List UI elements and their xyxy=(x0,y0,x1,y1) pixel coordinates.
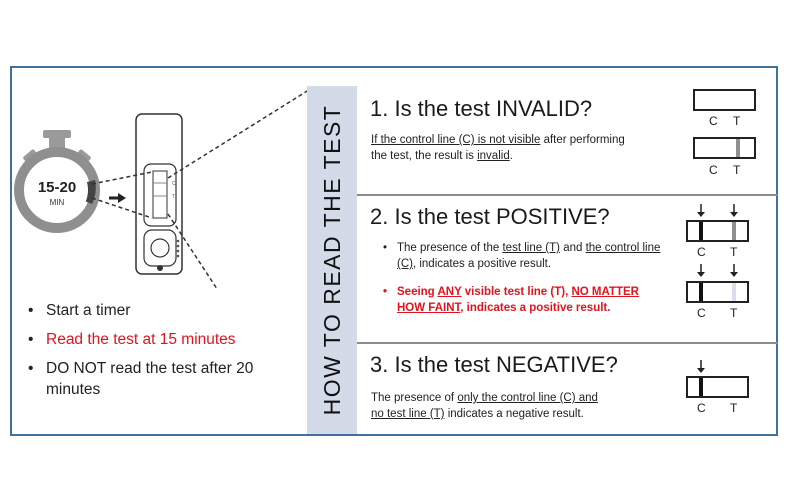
cassette-t-label: T xyxy=(172,194,175,200)
svg-text:C: C xyxy=(709,163,718,177)
svg-text:C: C xyxy=(697,245,706,259)
side-title: HOW TO READ THE TEST xyxy=(318,104,345,416)
section-negative-title: 3. Is the test NEGATIVE? xyxy=(370,352,618,377)
steps-list: Start a timer Read the test at 15 minute… xyxy=(28,300,298,408)
down-arrow-icon xyxy=(697,204,738,217)
side-title-band: HOW TO READ THE TEST xyxy=(307,86,357,434)
section-invalid-title: 1. Is the test INVALID? xyxy=(370,96,593,121)
svg-text:T: T xyxy=(730,245,738,259)
negative-strip: C T xyxy=(686,360,749,415)
cassette-c-label: C xyxy=(172,181,176,187)
svg-text:T: T xyxy=(733,163,741,177)
section-negative: 3. Is the test NEGATIVE? The presence of… xyxy=(357,342,778,436)
timer-label: 15-20 xyxy=(38,179,76,196)
reading-guide: 1. Is the test INVALID? If the control l… xyxy=(357,86,778,434)
svg-text:T: T xyxy=(730,401,738,415)
step-start-timer: Start a timer xyxy=(28,300,298,321)
timer-icon: 15-20 MIN xyxy=(14,130,100,233)
strip-no-lines xyxy=(693,89,756,111)
svg-text:C: C xyxy=(697,306,706,320)
left-panel: 15-20 MIN C T xyxy=(12,68,312,434)
section-positive: 2. Is the test POSITIVE? •The presence o… xyxy=(357,194,778,344)
strip-positive-faint xyxy=(686,281,749,303)
strip-test-line-only xyxy=(693,137,756,159)
step-do-not-read-after-20: DO NOT read the test after 20 minutes xyxy=(28,358,298,400)
positive-bullet-2: •Seeing ANY visible test line (T), NO MA… xyxy=(383,286,639,314)
down-arrow-icon xyxy=(697,360,705,373)
arrow-right-icon xyxy=(109,193,126,203)
strip-positive xyxy=(686,220,749,242)
section-invalid-text: If the control line (C) is not visible a… xyxy=(371,134,625,162)
dashed-connectors xyxy=(91,87,312,288)
timer-cassette-illustration: 15-20 MIN C T xyxy=(14,87,312,288)
test-cassette: C T xyxy=(135,113,183,275)
svg-text:C: C xyxy=(697,401,706,415)
positive-strips: C T C T xyxy=(686,204,749,320)
section-invalid: 1. Is the test INVALID? If the control l… xyxy=(357,86,778,194)
section-negative-text: The presence of only the control line (C… xyxy=(371,392,598,420)
down-arrow-icon xyxy=(697,264,738,277)
step-read-at-15: Read the test at 15 minutes xyxy=(28,329,298,350)
svg-text:T: T xyxy=(733,114,741,128)
invalid-strips: C T C T xyxy=(693,89,756,177)
timer-unit: MIN xyxy=(50,198,65,207)
instruction-panel: 15-20 MIN C T xyxy=(10,66,778,436)
section-positive-title: 2. Is the test POSITIVE? xyxy=(370,204,610,229)
svg-text:T: T xyxy=(730,306,738,320)
positive-bullet-1: •The presence of the test line (T) and t… xyxy=(383,242,661,270)
strip-negative xyxy=(686,376,749,398)
svg-text:C: C xyxy=(709,114,718,128)
